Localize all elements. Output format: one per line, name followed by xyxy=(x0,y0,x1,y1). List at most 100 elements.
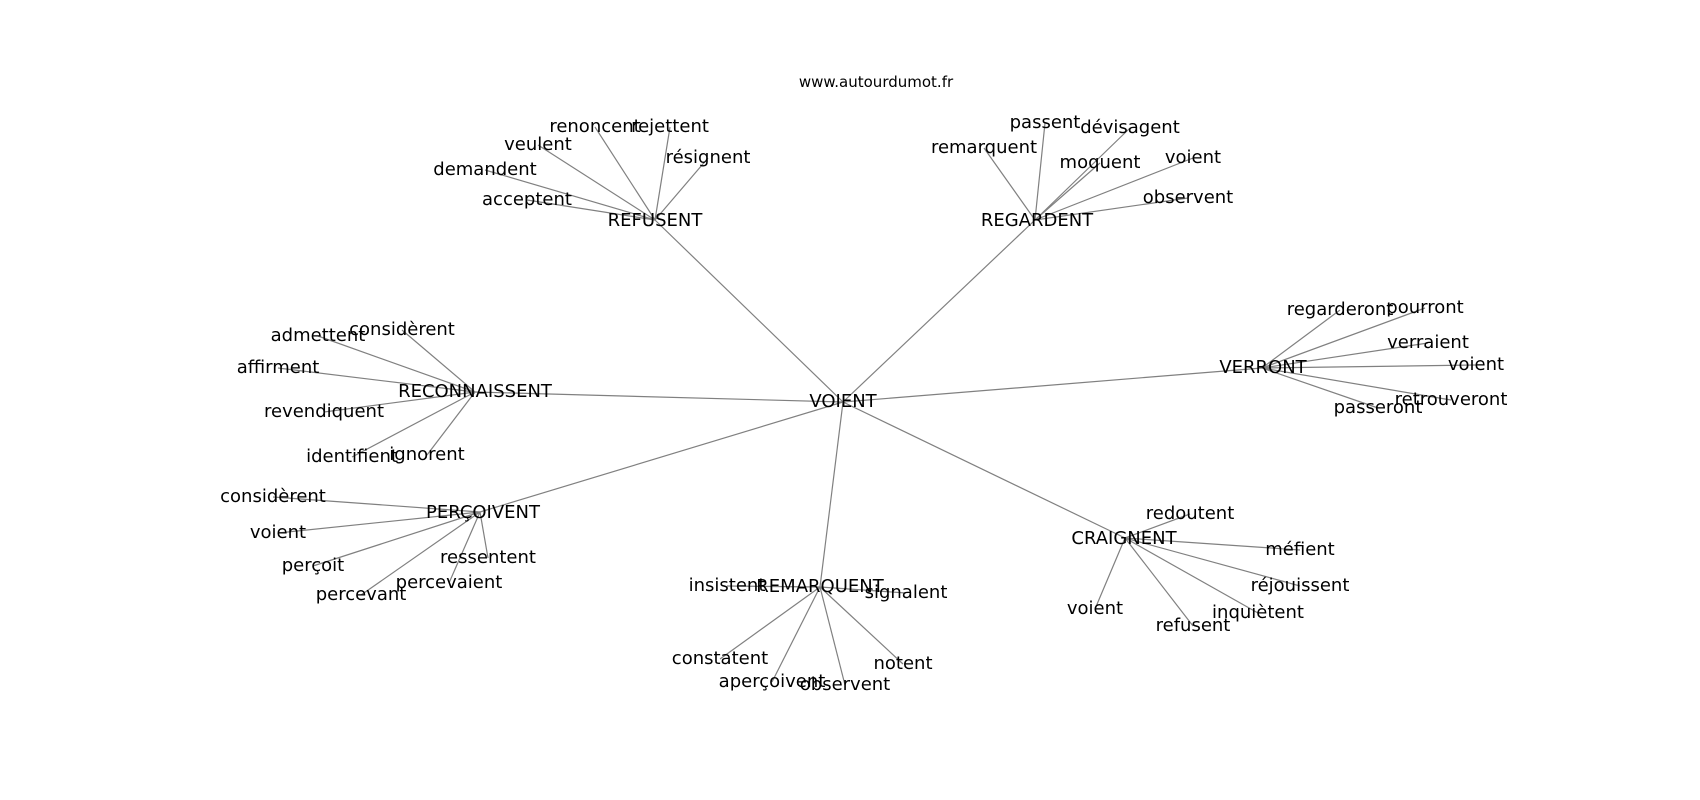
child-edge xyxy=(317,335,476,393)
related-word[interactable]: considèrent xyxy=(349,319,455,340)
cluster-word[interactable]: VERRONT xyxy=(1219,357,1307,378)
child-edge xyxy=(1034,162,1101,221)
related-word[interactable]: renoncent xyxy=(549,116,640,137)
child-edge xyxy=(272,496,481,513)
related-word[interactable]: constatent xyxy=(672,648,768,669)
related-word[interactable]: passeront xyxy=(1334,397,1423,418)
related-word[interactable]: refusent xyxy=(1156,615,1231,636)
related-word[interactable]: revendiquent xyxy=(264,401,384,422)
child-edge xyxy=(1261,307,1426,369)
child-edge xyxy=(719,586,821,660)
related-word[interactable]: percevant xyxy=(316,584,407,605)
related-word[interactable]: veulent xyxy=(504,134,572,155)
related-word[interactable]: dévisagent xyxy=(1080,117,1180,138)
related-word[interactable]: identifient xyxy=(306,446,398,467)
related-word[interactable]: voient xyxy=(1165,147,1221,168)
center-word[interactable]: VOIENT xyxy=(809,391,877,412)
child-edge xyxy=(1094,537,1126,610)
related-word[interactable]: verraient xyxy=(1387,332,1469,353)
child-edge xyxy=(1124,537,1259,614)
related-word[interactable]: ressentent xyxy=(440,547,536,568)
related-word[interactable]: observent xyxy=(1143,187,1233,208)
child-edge xyxy=(1034,197,1189,221)
child-edge xyxy=(1124,513,1191,539)
related-word[interactable]: acceptent xyxy=(482,189,572,210)
cluster-word[interactable]: PERÇOIVENT xyxy=(426,502,541,523)
child-edge xyxy=(479,511,489,559)
related-word[interactable]: ignorent xyxy=(389,444,464,465)
related-word[interactable]: perçoit xyxy=(282,555,344,576)
center-edge xyxy=(819,401,844,588)
center-edge xyxy=(842,401,1126,539)
child-edge xyxy=(819,586,904,665)
related-word[interactable]: percevaient xyxy=(396,572,503,593)
child-edge xyxy=(654,126,671,221)
child-edge xyxy=(1261,342,1429,369)
related-word[interactable]: observent xyxy=(800,674,890,695)
center-edge xyxy=(842,367,1263,403)
related-word[interactable]: signalent xyxy=(865,582,948,603)
cluster-word[interactable]: REMARQUENT xyxy=(756,576,884,597)
related-word[interactable]: demandent xyxy=(433,159,536,180)
related-word[interactable]: rejettent xyxy=(631,116,709,137)
center-edge xyxy=(479,401,844,513)
related-word[interactable]: aperçoivent xyxy=(719,671,826,692)
related-word[interactable]: méfient xyxy=(1265,539,1335,560)
child-edge xyxy=(819,586,907,594)
edges xyxy=(272,122,1477,686)
related-word[interactable]: pourront xyxy=(1386,297,1463,318)
cluster-word[interactable]: REGARDENT xyxy=(981,210,1094,231)
child-edge xyxy=(1261,364,1477,369)
child-edge xyxy=(1261,367,1452,401)
child-edge xyxy=(537,144,656,221)
child-edge xyxy=(1261,309,1341,369)
related-word[interactable]: moquent xyxy=(1060,152,1141,173)
related-word[interactable]: considèrent xyxy=(220,486,326,507)
child-edge xyxy=(484,169,656,221)
child-edge xyxy=(1124,537,1301,587)
child-edge xyxy=(401,329,476,393)
related-word[interactable]: insistent xyxy=(689,575,766,596)
child-edge xyxy=(1034,122,1046,221)
related-word[interactable]: réjouissent xyxy=(1251,575,1350,596)
child-edge xyxy=(426,391,476,456)
child-edge xyxy=(277,367,476,393)
cluster-word[interactable]: REFUSENT xyxy=(608,210,704,231)
child-edge xyxy=(351,391,476,458)
related-word[interactable]: remarquent xyxy=(931,137,1037,158)
related-word[interactable]: admettent xyxy=(271,325,366,346)
child-edge xyxy=(1034,157,1194,221)
related-word[interactable]: redoutent xyxy=(1146,503,1235,524)
child-edge xyxy=(323,391,476,413)
related-word[interactable]: regarderont xyxy=(1287,299,1394,320)
related-word[interactable]: résignent xyxy=(666,147,751,168)
site-name: www.autourdumot.fr xyxy=(798,73,954,91)
related-word[interactable]: inquiètent xyxy=(1212,602,1304,623)
child-edge xyxy=(1124,537,1194,627)
child-edge xyxy=(1261,367,1379,409)
child-edge xyxy=(983,147,1036,221)
child-edge xyxy=(277,511,481,534)
related-word[interactable]: notent xyxy=(873,653,932,674)
child-edge xyxy=(312,511,481,567)
related-word[interactable]: affirment xyxy=(237,357,320,378)
child-edge xyxy=(1124,537,1301,551)
child-edge xyxy=(360,511,481,596)
related-word[interactable]: voient xyxy=(1067,598,1123,619)
center-edge xyxy=(842,219,1036,403)
related-word[interactable]: voient xyxy=(250,522,306,543)
cluster-word[interactable]: RECONNAISSENT xyxy=(398,381,553,402)
child-edge xyxy=(526,199,656,221)
child-edge xyxy=(594,126,656,221)
center-edge xyxy=(474,391,844,403)
related-word[interactable]: retrouveront xyxy=(1395,389,1508,410)
related-word[interactable]: voient xyxy=(1448,354,1504,375)
cluster-word[interactable]: CRAIGNENT xyxy=(1071,528,1177,549)
child-edge xyxy=(654,157,709,221)
related-word[interactable]: passent xyxy=(1010,112,1081,133)
child-edge xyxy=(771,586,821,683)
child-edge xyxy=(1034,127,1131,221)
